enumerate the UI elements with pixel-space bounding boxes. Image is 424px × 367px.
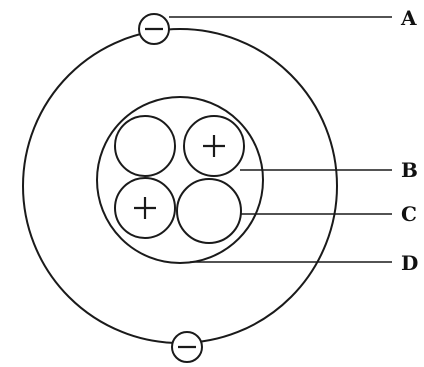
electron-orbit — [23, 29, 337, 343]
label-a: A — [400, 6, 417, 30]
neutron-top-left — [115, 116, 175, 176]
electron-bottom — [172, 332, 202, 362]
label-b: B — [401, 158, 418, 182]
label-d: D — [401, 251, 418, 275]
nucleus-boundary — [97, 97, 263, 263]
electron-top — [139, 14, 169, 44]
proton-bottom-left — [115, 178, 175, 238]
neutron-bottom-right — [177, 179, 241, 243]
proton-top-right — [184, 116, 244, 176]
label-c: C — [401, 202, 417, 226]
